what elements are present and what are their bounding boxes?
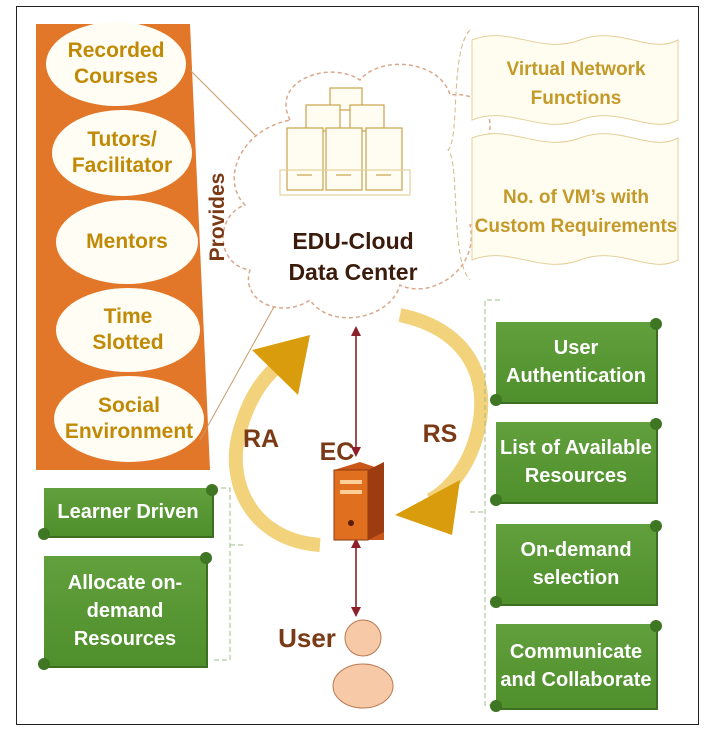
ra-arrowhead [252,335,310,395]
rs-arrowhead [395,480,460,535]
left-bracket [213,487,231,661]
virtual-network-functions: Virtual Network Functions [506,59,646,109]
time-slotted-oval: Time Slotted [56,288,200,372]
ec-label: EC [319,438,355,466]
user-label: User [278,623,336,653]
allocate-resources-box: Allocate on- demand Resources [38,552,212,670]
recorded-courses-oval: Recorded Courses [46,22,186,106]
wavy-brace [447,29,471,281]
wavy-banner-2 [471,133,679,265]
ra-arrow [228,354,321,552]
rs-arrow [398,308,489,507]
ra-label: RA [242,425,280,453]
user-icon [332,619,394,709]
provides-label: Provides [206,172,229,262]
wavy-banner-1 [471,35,679,125]
learner-driven-box: Learner Driven [38,484,218,540]
communicate-collaborate-box: Communicate and Collaborate [490,620,662,712]
user-authentication-box: User Authentication [490,318,662,406]
server-rack-icon [279,87,411,196]
rs-label: RS [422,420,458,448]
social-environment-oval: Social Environment [54,376,204,462]
mentors-oval: Mentors [56,200,198,284]
available-resources-box: List of Available Resources [490,418,662,506]
tutors-facilitator-oval: Tutors/ Facilitator [52,110,192,196]
edu-cloud-label: EDU-Cloud Data Center [288,228,418,286]
vm-custom-requirements: No. of VM’s with Custom Requirements [474,187,678,237]
on-demand-selection-box: On-demand selection [490,520,662,608]
ec-server-icon [333,462,384,541]
